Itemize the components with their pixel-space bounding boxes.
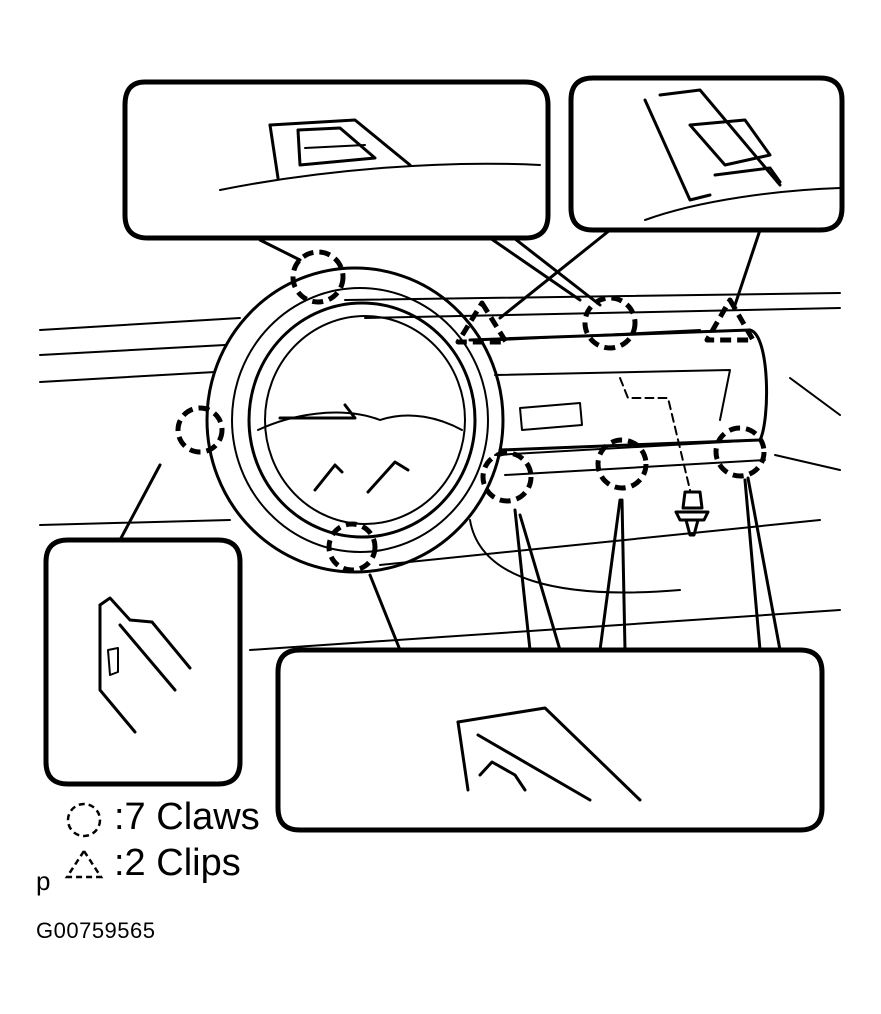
dashed-triangle-icon xyxy=(64,848,104,879)
claw-marker-panel-top xyxy=(582,295,638,351)
claw-marker-bottom xyxy=(326,521,378,573)
claw-markers xyxy=(175,249,767,573)
clip-markers xyxy=(455,297,756,345)
push-clip-icon xyxy=(674,490,710,537)
claw-marker-panel-bottom-3 xyxy=(713,425,767,479)
claw-marker-top xyxy=(290,249,346,305)
cluster-bezel xyxy=(205,266,505,574)
clip-marker-left xyxy=(455,300,509,345)
dashed-circle-icon xyxy=(66,802,102,838)
detail-box-top-right xyxy=(568,75,845,233)
legend-symbols xyxy=(64,802,104,879)
dashboard-outline xyxy=(39,292,841,651)
claw-marker-panel-bottom-2 xyxy=(595,437,649,491)
instrument-panel-section xyxy=(468,328,769,537)
legend-claws-label: :7 Claws xyxy=(114,796,260,838)
detail-box-top-left xyxy=(122,79,551,241)
clip-marker-right xyxy=(704,297,756,343)
legend-prefix-marker: p xyxy=(36,866,51,896)
callout-leaders xyxy=(118,228,782,652)
figure-id: G00759565 xyxy=(36,918,156,943)
claw-marker-left xyxy=(175,405,225,455)
legend-clips-label: :2 Clips xyxy=(114,842,241,884)
detail-box-left xyxy=(43,537,243,787)
detail-box-bottom xyxy=(275,647,825,833)
claw-marker-panel-bottom-1 xyxy=(480,450,534,504)
